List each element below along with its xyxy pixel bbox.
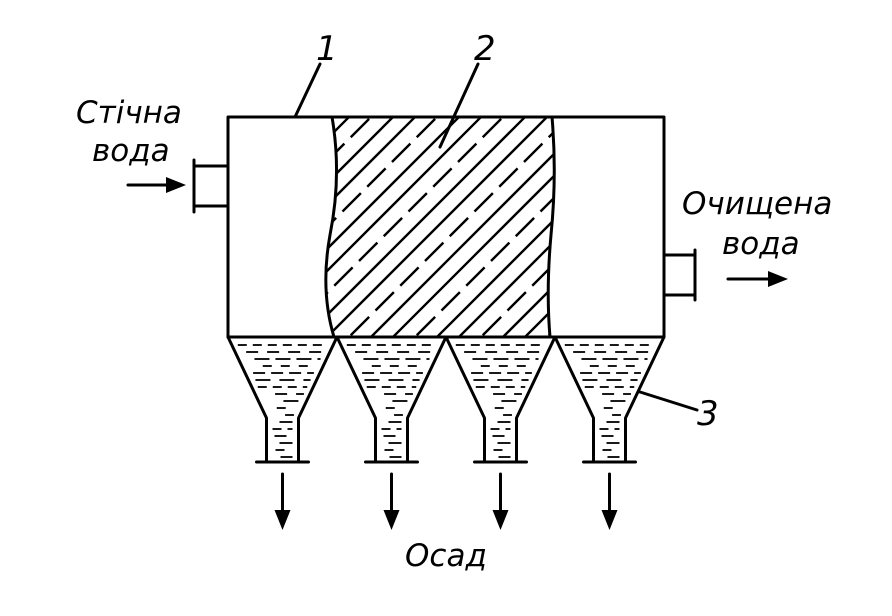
hatch-line <box>325 117 477 337</box>
inlet-pipe <box>192 158 230 214</box>
filter-zone-hatching <box>40 100 850 360</box>
leader-line-tank <box>293 62 322 119</box>
hopper <box>226 335 339 530</box>
hopper <box>553 335 666 530</box>
hatch-line <box>325 117 433 337</box>
outflow-arrow <box>726 271 788 287</box>
sediment-arrow-head <box>601 510 618 530</box>
hatch-line <box>325 117 499 337</box>
inflow-label-line1: Стічна <box>76 95 182 131</box>
hatch-line <box>325 117 555 337</box>
callout-filter-zone: 2 <box>474 29 496 69</box>
hatch-line <box>325 117 555 337</box>
inflow-label-line2: вода <box>92 133 170 169</box>
hatch-line <box>479 117 555 337</box>
hatch-line <box>590 100 850 360</box>
tank-body <box>226 115 666 339</box>
sediment-arrow-head <box>274 510 291 530</box>
callout-tank: 1 <box>316 29 338 69</box>
leader-line-hopper <box>638 390 699 412</box>
hatch-line <box>435 117 555 337</box>
outlet-pipe <box>662 248 697 302</box>
hopper-outline <box>226 335 339 464</box>
callout-hopper: 3 <box>697 394 719 434</box>
hopper <box>444 335 557 530</box>
sediment-arrow-head <box>492 510 509 530</box>
inflow-arrow <box>126 177 186 193</box>
leader-line-filter-zone <box>438 62 480 149</box>
hatch-line <box>325 117 411 337</box>
sediment-arrow-head <box>383 510 400 530</box>
sediment-hoppers <box>226 335 666 530</box>
hatch-line <box>325 117 543 337</box>
filter-zone <box>40 100 850 360</box>
hatch-line <box>391 117 555 337</box>
outflow-label-line1: Очищена <box>682 186 832 222</box>
hatch-line <box>325 117 521 337</box>
hopper-outline <box>553 335 666 464</box>
hopper <box>335 335 448 530</box>
hatch-line <box>40 100 300 360</box>
hopper-outline <box>444 335 557 464</box>
hatch-line <box>413 117 555 337</box>
hatch-line <box>347 117 555 337</box>
sediment-label: Осад <box>405 538 487 574</box>
outflow-label-line2: вода <box>722 226 800 262</box>
hatch-line <box>457 117 555 337</box>
hatch-line <box>325 117 455 337</box>
hatch-line <box>501 117 555 337</box>
hopper-outline <box>335 335 448 464</box>
filter-zone-left-boundary <box>324 115 339 339</box>
hatch-line <box>369 117 555 337</box>
filter-zone-right-boundary <box>546 115 556 339</box>
